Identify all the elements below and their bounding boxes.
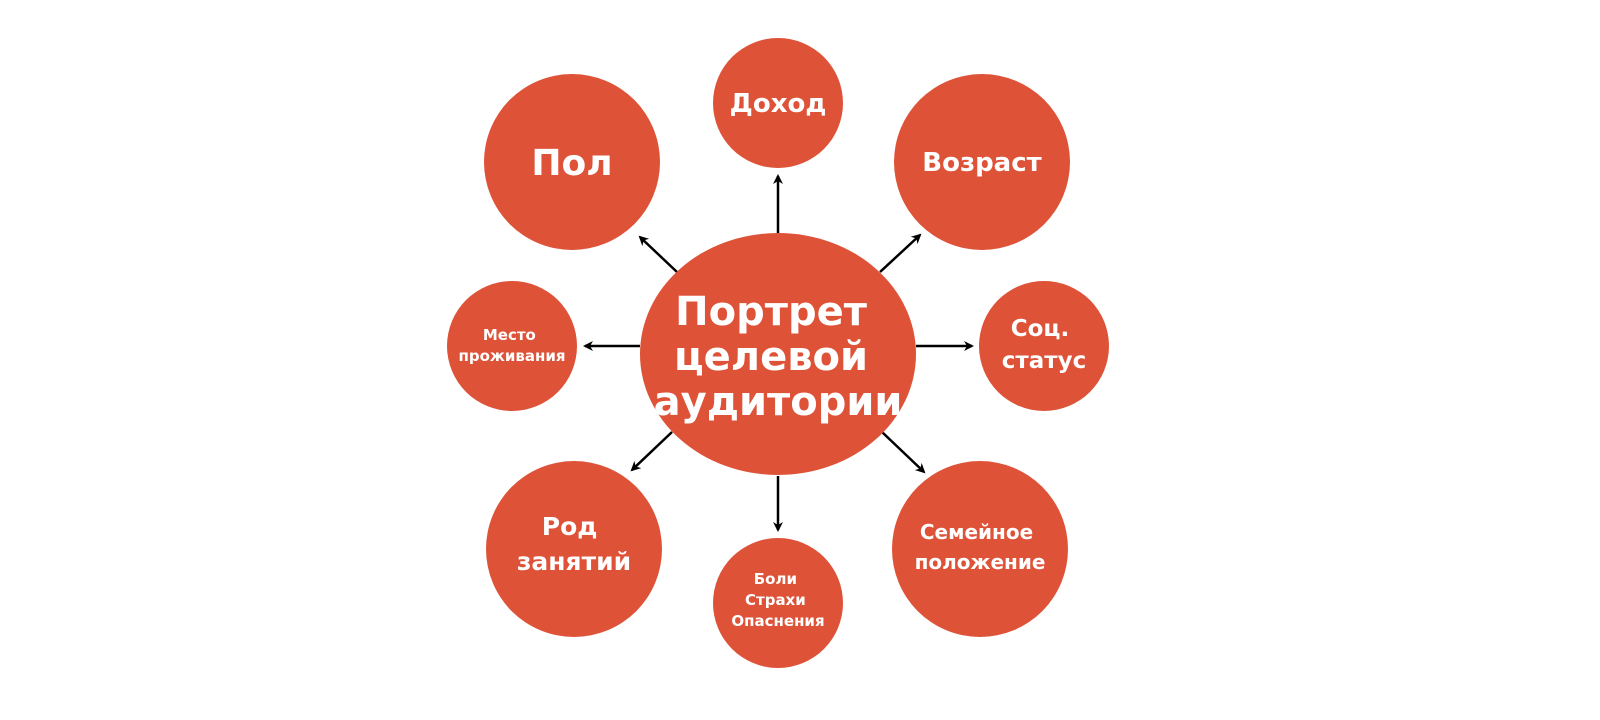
- arrow-to-family: [881, 431, 926, 474]
- center-node: Портрет целевой аудитории: [640, 233, 916, 475]
- node-occupation-label: Род занятий: [517, 512, 631, 576]
- node-occupation: Род занятий: [486, 461, 662, 637]
- arrows: [583, 174, 974, 532]
- node-age: Возраст: [894, 74, 1070, 250]
- node-gender-label: Пол: [531, 143, 612, 184]
- arrow-to-age: [879, 233, 922, 273]
- center-label: Портрет целевой аудитории: [654, 289, 903, 425]
- node-residence-label: Место проживания: [459, 326, 566, 365]
- node-income-label: Доход: [730, 89, 827, 119]
- node-family-label: Семейное положение: [915, 520, 1046, 574]
- node-income: Доход: [713, 38, 843, 168]
- node-family: Семейное положение: [892, 461, 1068, 637]
- arrow-to-gender: [638, 235, 678, 273]
- node-social: Соц. статус: [979, 281, 1109, 411]
- node-pains: Боли Страхи Опаснения: [713, 538, 843, 668]
- node-pains-label: Боли Страхи Опаснения: [731, 570, 824, 630]
- node-gender: Пол: [484, 74, 660, 250]
- arrow-to-occupation: [630, 431, 673, 472]
- node-social-label: Соц. статус: [1002, 316, 1086, 374]
- node-residence: Место проживания: [447, 281, 577, 411]
- node-age-label: Возраст: [922, 148, 1041, 178]
